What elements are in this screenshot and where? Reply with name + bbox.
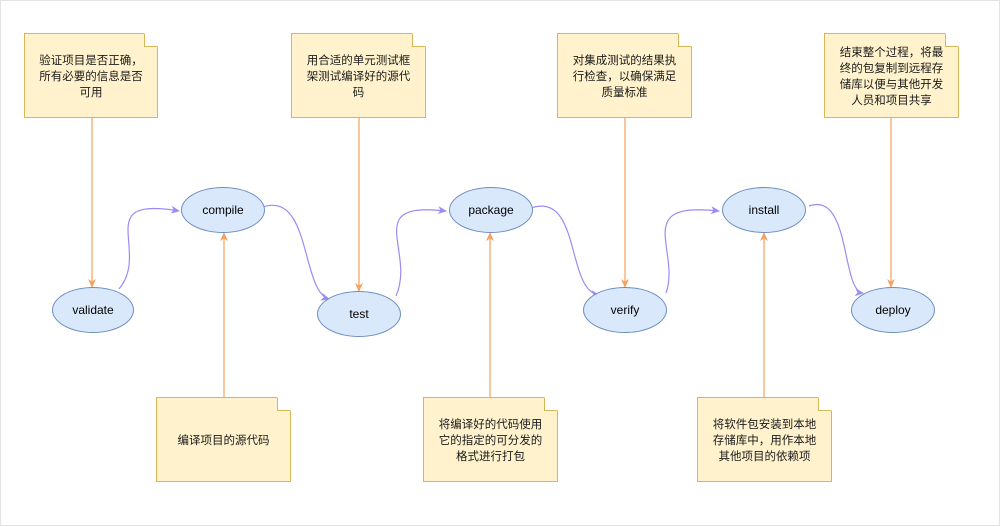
phase-verify[interactable]: verify bbox=[583, 287, 667, 333]
flow-arrow-test-package bbox=[395, 206, 447, 297]
phase-label: install bbox=[748, 203, 780, 217]
phase-label: verify bbox=[610, 303, 640, 317]
note-text: 用合适的单元测试框架测试编译好的源代码 bbox=[306, 52, 411, 99]
note-verify: 对集成测试的结果执行检查，以确保满足质量标准 bbox=[557, 33, 692, 118]
note-text: 编译项目的源代码 bbox=[177, 432, 270, 447]
flow-arrow-package-verify bbox=[530, 205, 600, 298]
phase-label: validate bbox=[72, 303, 114, 317]
flow-arrow-install-deploy bbox=[808, 203, 864, 297]
note-test: 用合适的单元测试框架测试编译好的源代码 bbox=[291, 33, 426, 118]
phase-compile[interactable]: compile bbox=[181, 187, 265, 233]
note-text: 验证项目是否正确，所有必要的信息是否可用 bbox=[39, 52, 143, 99]
flow-arrow-verify-install bbox=[664, 206, 720, 294]
note-install: 将软件包安装到本地存储库中，用作本地其他项目的依赖项 bbox=[697, 397, 832, 482]
phase-test[interactable]: test bbox=[317, 291, 401, 337]
note-package: 将编译好的代码使用它的指定的可分发的格式进行打包 bbox=[423, 397, 558, 482]
note-validate: 验证项目是否正确，所有必要的信息是否可用 bbox=[24, 33, 158, 118]
phase-label: compile bbox=[202, 203, 244, 217]
note-text: 结束整个过程，将最终的包复制到远程存储库以便与其他开发人员和项目共享 bbox=[839, 44, 944, 107]
note-text: 将软件包安装到本地存储库中，用作本地其他项目的依赖项 bbox=[712, 416, 817, 463]
phase-label: test bbox=[349, 307, 369, 321]
note-text: 对集成测试的结果执行检查，以确保满足质量标准 bbox=[572, 52, 677, 99]
phase-label: deploy bbox=[875, 303, 911, 317]
note-text: 将编译好的代码使用它的指定的可分发的格式进行打包 bbox=[438, 416, 543, 463]
phase-package[interactable]: package bbox=[449, 187, 533, 233]
phase-validate[interactable]: validate bbox=[52, 287, 134, 333]
flow-arrow-validate-compile bbox=[118, 205, 180, 290]
phase-label: package bbox=[468, 203, 514, 217]
phase-install[interactable]: install bbox=[722, 187, 806, 233]
phase-deploy[interactable]: deploy bbox=[851, 287, 935, 333]
note-deploy: 结束整个过程，将最终的包复制到远程存储库以便与其他开发人员和项目共享 bbox=[824, 33, 959, 118]
note-compile: 编译项目的源代码 bbox=[156, 397, 291, 482]
flow-arrow-compile-test bbox=[262, 204, 330, 301]
